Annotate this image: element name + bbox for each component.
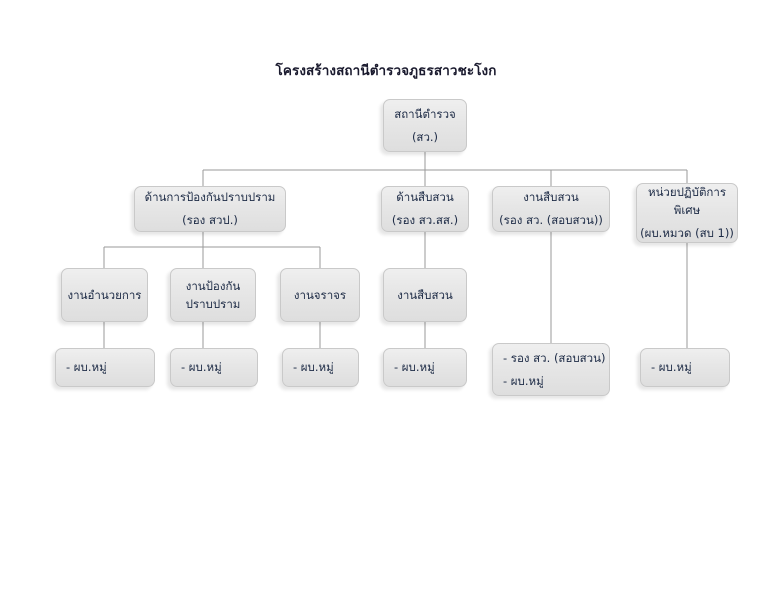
node-leaf-traffic[interactable]: - ผบ.หมู่ <box>282 348 359 387</box>
node-detective-line1: งานสืบสวน <box>397 287 453 302</box>
node-special-ops-line1: หน่วยปฏิบัติการ <box>647 185 727 200</box>
node-crime-prevention-line1: งานป้องกัน <box>185 278 241 293</box>
node-prevention-division[interactable]: ด้านการป้องกันปราบปราม (รอง สวป.) <box>134 186 286 232</box>
node-detective-work[interactable]: งานสืบสวน <box>383 268 467 322</box>
chart-title: โครงสร้างสถานีตำรวจภูธรสาวชะโงก <box>275 63 497 79</box>
node-prevention-line1: ด้านการป้องกันปราบปราม <box>144 190 276 205</box>
node-administration-work[interactable]: งานอำนวยการ <box>61 268 148 322</box>
node-leaf-inquiry-line2: - ผบ.หมู่ <box>503 373 544 388</box>
node-leaf-crime-prevention-line1: - ผบ.หมู่ <box>181 360 222 375</box>
node-investigation-line1: ด้านสืบสวน <box>396 190 454 205</box>
node-leaf-inquiry[interactable]: - รอง สว. (สอบสวน) - ผบ.หมู่ <box>492 343 610 396</box>
node-root-line2: (สว.) <box>411 129 439 144</box>
node-special-ops-line3: (ผบ.หมวด (สบ 1)) <box>640 225 734 240</box>
node-investigation-division[interactable]: ด้านสืบสวน (รอง สว.สส.) <box>381 186 469 232</box>
node-leaf-detective-line1: - ผบ.หมู่ <box>394 360 435 375</box>
node-special-operations-unit[interactable]: หน่วยปฏิบัติการ พิเศษ (ผบ.หมวด (สบ 1)) <box>636 183 738 243</box>
node-investigation-line2: (รอง สว.สส.) <box>391 213 459 227</box>
node-crime-prevention-line2: ปราบปราม <box>185 296 241 311</box>
node-leaf-inquiry-line1: - รอง สว. (สอบสวน) <box>503 350 606 365</box>
node-inquiry-line2: (รอง สว. (สอบสวน)) <box>499 213 603 227</box>
node-inquiry-work[interactable]: งานสืบสวน (รอง สว. (สอบสวน)) <box>492 186 610 232</box>
node-inquiry-line1: งานสืบสวน <box>523 190 579 205</box>
node-prevention-line2: (รอง สวป.) <box>182 213 238 227</box>
node-traffic-work[interactable]: งานจราจร <box>280 268 360 322</box>
node-administration-line1: งานอำนวยการ <box>67 287 142 302</box>
node-crime-prevention-work[interactable]: งานป้องกัน ปราบปราม <box>170 268 256 322</box>
node-leaf-special-ops[interactable]: - ผบ.หมู่ <box>640 348 730 387</box>
node-leaf-administration[interactable]: - ผบ.หมู่ <box>55 348 155 387</box>
node-leaf-traffic-line1: - ผบ.หมู่ <box>293 360 334 375</box>
node-special-ops-line2: พิเศษ <box>673 203 701 218</box>
node-leaf-detective[interactable]: - ผบ.หมู่ <box>383 348 467 387</box>
node-root-police-station[interactable]: สถานีตำรวจ (สว.) <box>383 99 467 152</box>
node-traffic-line1: งานจราจร <box>293 287 347 302</box>
node-root-line1: สถานีตำรวจ <box>394 106 456 121</box>
node-leaf-administration-line1: - ผบ.หมู่ <box>66 360 107 375</box>
node-leaf-crime-prevention[interactable]: - ผบ.หมู่ <box>170 348 258 387</box>
node-leaf-special-ops-line1: - ผบ.หมู่ <box>651 360 692 375</box>
